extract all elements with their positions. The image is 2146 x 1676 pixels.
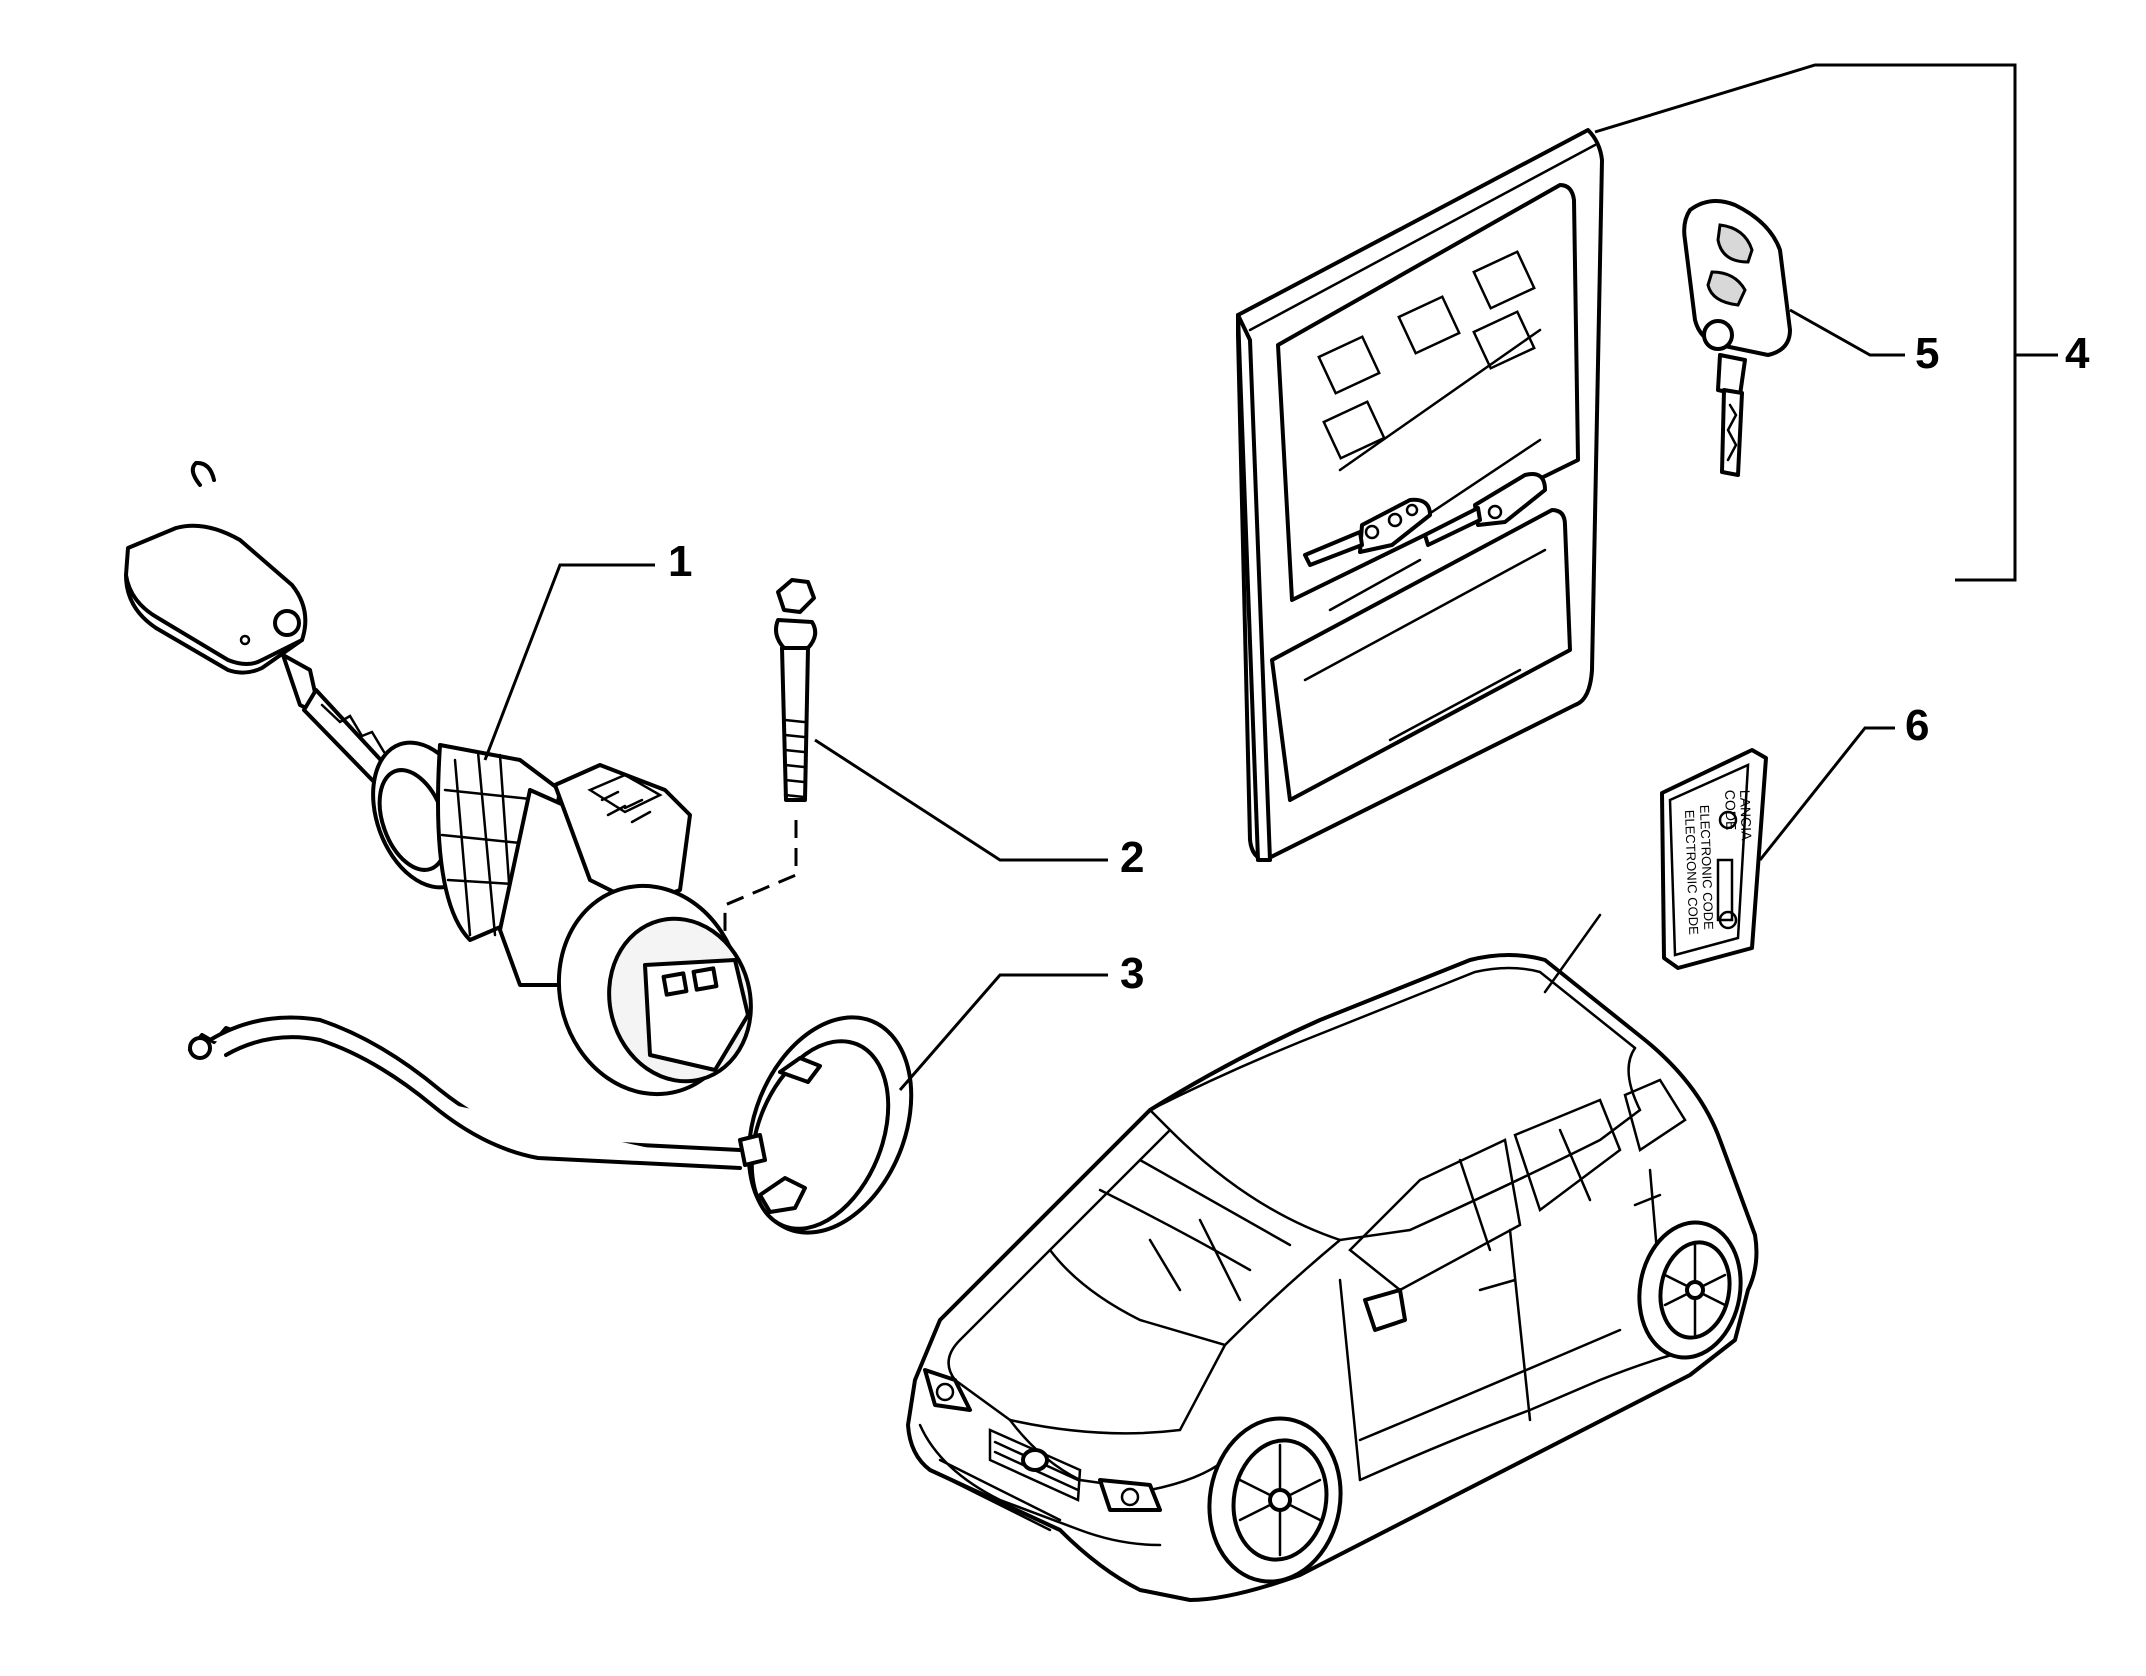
card-brand-text: LANCIA [1737,790,1755,842]
leader-1 [483,563,655,761]
callout-2: 2 [1120,833,1144,882]
folding-key-fob [124,460,392,788]
card-electronic-code-text-2: ELECTRONIC CODE [1682,810,1701,936]
leader-6 [1758,726,1895,861]
leader-5 [1789,308,1905,357]
part-1-ignition-switch [124,460,753,1097]
callout-1: 1 [668,537,692,586]
leader-3 [898,973,1108,1091]
part-6-code-card: LANCIA CODE ELECTRONIC CODE ELECTRONIC C… [1660,748,1768,970]
part-2-shear-bolt [723,578,818,935]
card-code-text: CODE [1722,790,1739,831]
callout-4: 4 [2065,329,2090,378]
callout-leaders [483,63,2058,1091]
ignition-lock-cylinder [371,740,753,1097]
reference-vehicle [906,913,1759,1602]
callout-3: 3 [1120,949,1144,998]
callout-6: 6 [1905,701,1929,750]
part-5-remote-flip-key [1682,199,1792,477]
callout-labels: 1 2 3 4 5 6 [668,329,2090,998]
leader-4-bracket [1594,63,2058,582]
part-4-key-blister-pack [1236,128,1604,862]
card-electronic-code-text-1: ELECTRONIC CODE [1697,805,1716,931]
part-3-immobilizer-antenna [188,1015,914,1235]
leader-2 [814,738,1108,862]
callout-5: 5 [1915,329,1939,378]
